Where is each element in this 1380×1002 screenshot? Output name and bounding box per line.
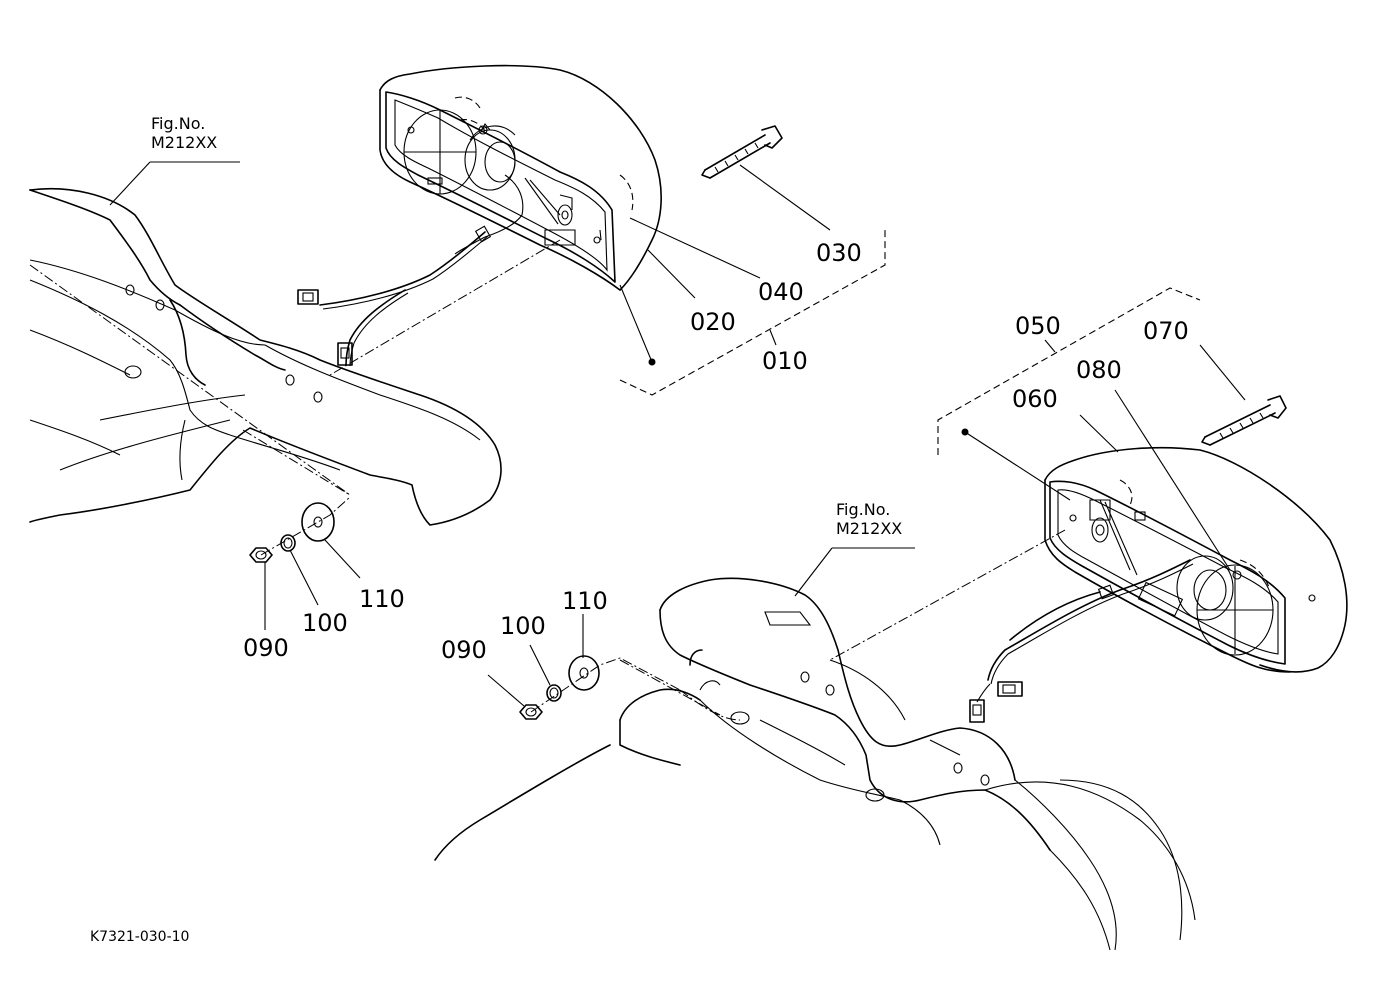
left-lamp-assembly: [297, 64, 662, 367]
left-bolt: [701, 125, 783, 179]
part-label-110-right: 110: [562, 587, 608, 615]
leader-lines: [109, 161, 1246, 707]
part-label-090-left: 090: [243, 634, 289, 662]
part-label-010: 010: [762, 347, 808, 375]
left-fender-bracket: [29, 187, 502, 526]
part-label-100-right: 100: [500, 612, 546, 640]
right-bolt: [1201, 395, 1287, 446]
part-label-060: 060: [1012, 385, 1058, 413]
part-label-100-left: 100: [302, 609, 348, 637]
right-hardware: [519, 655, 681, 720]
fig-ref-left: Fig.No. M212XX: [151, 114, 217, 152]
right-fender-bracket: [434, 577, 1196, 951]
part-label-030: 030: [816, 239, 862, 267]
part-label-110-left: 110: [359, 585, 405, 613]
part-label-080: 080: [1076, 356, 1122, 384]
part-label-050: 050: [1015, 312, 1061, 340]
right-lamp-assembly: [969, 446, 1348, 723]
part-label-040: 040: [758, 278, 804, 306]
right-group-marker: [961, 428, 969, 436]
part-label-070: 070: [1143, 317, 1189, 345]
fig-ref-right-line1: Fig.No.: [836, 500, 891, 519]
fig-ref-right-line2: M212XX: [836, 519, 903, 538]
drawing-code: K7321-030-10: [90, 929, 190, 945]
left-hardware: [249, 496, 351, 563]
part-label-020: 020: [690, 308, 736, 336]
left-group-marker: [648, 358, 656, 366]
fig-ref-left-line2: M212XX: [151, 133, 218, 152]
part-label-090-right: 090: [441, 636, 487, 664]
fig-ref-left-line1: Fig.No.: [151, 114, 206, 133]
fig-ref-right: Fig.No. M212XX: [836, 500, 902, 538]
